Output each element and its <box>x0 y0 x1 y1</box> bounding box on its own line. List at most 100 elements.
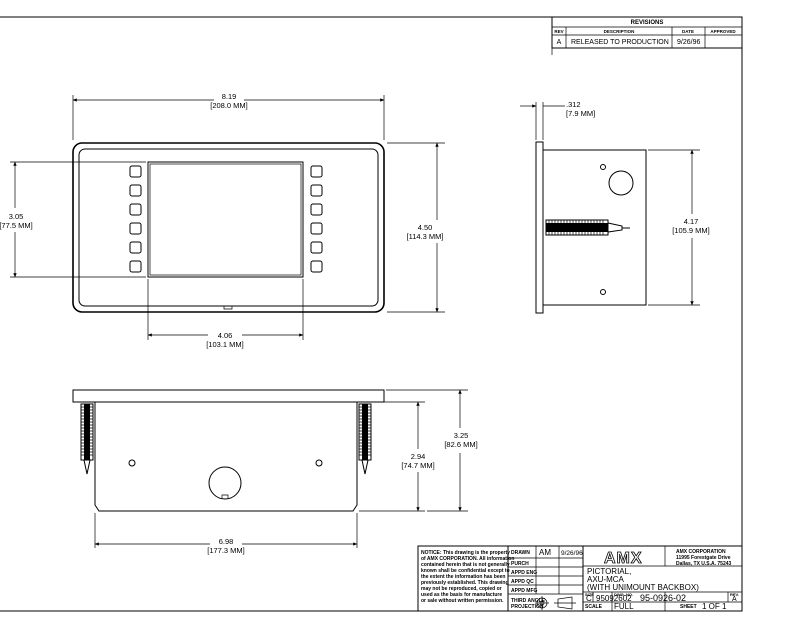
front-width-mm: [208.0 MM] <box>210 101 248 110</box>
scale-label: SCALE <box>585 604 603 610</box>
screen-height-dimension: 3.05 [77.5 MM] <box>0 161 146 278</box>
bottom-view-overall-dimension: 3.25 [82.6 MM] <box>386 389 478 512</box>
drawn-label: DRAWN <box>511 550 530 556</box>
screen-height-in: 3.05 <box>9 212 24 221</box>
company-address: 11995 Forestgate Drive <box>676 555 731 561</box>
front-width-in: 8.19 <box>222 92 237 101</box>
rev-label: REV. <box>730 592 739 597</box>
notice-line: the extent the information has been <box>421 574 505 580</box>
sheet-border <box>0 16 743 612</box>
bottom-view-width-dimension: 6.98 [177.3 MM] <box>94 513 358 555</box>
side-depth-dimension: .312 [7.9 MM] <box>520 100 595 140</box>
dwg-number: 95-0926-02 <box>640 593 686 603</box>
company-address: Dallas, TX U.S.A. 75243 <box>676 561 732 567</box>
front-height-dimension: 4.50 [114.3 MM] <box>387 142 445 313</box>
knockout-hole <box>608 170 634 196</box>
bottom-view <box>72 389 385 512</box>
bottom-view-height-dimension: 2.94 [74.7 MM] <box>359 401 435 512</box>
front-view <box>72 142 385 313</box>
bottom-width-dimension: 4.06 [103.1 MM] <box>147 279 304 349</box>
rev-col-header: REV <box>554 29 563 34</box>
bottom-view-overall-mm: [82.6 MM] <box>444 440 477 449</box>
notice-text: NOTICE: This drawing is the property of … <box>421 550 514 604</box>
side-height-mm: [105.9 MM] <box>672 226 710 235</box>
side-height-in: 4.17 <box>684 217 699 226</box>
scale-value: FULL <box>614 602 634 611</box>
notice-line: of AMX CORPORATION. All information <box>421 556 514 562</box>
approved-col-header: APPROVED <box>710 29 736 34</box>
bottom-view-overall-in: 3.25 <box>454 431 469 440</box>
notice-line: previously established. This drawing <box>421 580 509 586</box>
notice-line: contained herein that is not generally <box>421 562 510 568</box>
panel-button <box>129 241 142 254</box>
notice-line: used as the basis for manufacture <box>421 592 502 598</box>
panel-button <box>310 203 323 216</box>
description-col-header: DESCRIPTION <box>604 29 635 34</box>
drawing-title-line: PICTORIAL, <box>587 567 631 576</box>
appd-qc-label: APPD QC <box>511 579 534 585</box>
appd-mfg-label: APPD MFG <box>511 588 538 594</box>
bottom-width-in: 4.06 <box>218 331 233 340</box>
company-name: AMX CORPORATION <box>676 549 726 555</box>
projection-label: THIRD ANGLE <box>511 598 546 604</box>
panel-button <box>129 203 142 216</box>
notice-line: or sale without written permission. <box>421 598 504 604</box>
panel-button <box>129 184 142 197</box>
left-button-column <box>129 165 142 273</box>
panel-button <box>310 260 323 273</box>
part-number: 95092602 <box>596 594 632 603</box>
bottom-width-mm: [103.1 MM] <box>206 340 244 349</box>
front-height-mm: [114.3 MM] <box>407 232 444 241</box>
dwg-no-label: DWG. NO. <box>614 592 633 597</box>
panel-button <box>310 222 323 235</box>
panel-button <box>129 260 142 273</box>
drawn-by: AM <box>539 548 551 557</box>
mounting-hole <box>315 459 323 467</box>
panel-button <box>129 222 142 235</box>
bottom-view-width-mm: [177.3 MM] <box>207 546 245 555</box>
mounting-hole <box>128 459 136 467</box>
left-unimount-screw <box>80 403 94 475</box>
third-angle-projection-symbol <box>535 596 576 610</box>
revision-row-date: 9/26/96 <box>677 39 700 46</box>
bottom-view-height-in: 2.94 <box>411 452 426 461</box>
amx-logo: AMX <box>604 550 643 567</box>
projection-label: PROJECTION <box>511 604 544 610</box>
panel-button <box>129 165 142 178</box>
notice-line: known shall be confidential except to <box>421 568 510 574</box>
side-depth-mm: [7.9 MM] <box>566 109 595 118</box>
drawing-title-line: (WITH UNIMOUNT BACKBOX) <box>587 583 699 592</box>
notice-line: may not be reproduced, copied or <box>421 586 502 592</box>
right-button-column <box>310 165 323 273</box>
revision-row-description: RELEASED TO PRODUCTION <box>571 39 669 46</box>
bottom-view-width-in: 6.98 <box>219 537 234 546</box>
notice-line: NOTICE: This drawing is the property <box>421 550 510 556</box>
side-view <box>535 141 647 314</box>
side-depth-in: .312 <box>566 100 581 109</box>
panel-button <box>310 241 323 254</box>
size-label: SIZE <box>585 592 594 597</box>
appd-eng-label: APPD ENG <box>511 570 537 576</box>
front-width-dimension: 8.19 [208.0 MM] <box>72 92 385 140</box>
knockout-hole <box>208 466 242 500</box>
title-block: NOTICE: This drawing is the property of … <box>417 545 743 612</box>
date-col-header: DATE <box>682 29 694 34</box>
rev-value: A <box>732 596 737 603</box>
purch-label: PURCH <box>511 561 529 567</box>
panel-button <box>310 184 323 197</box>
panel-button <box>310 165 323 178</box>
drawing-title-line: AXU-MCA <box>587 575 625 584</box>
side-height-dimension: 4.17 [105.9 MM] <box>648 149 710 306</box>
revision-row-rev: A <box>557 39 562 46</box>
unimount-screw <box>545 219 630 236</box>
revisions-title: REVISIONS <box>631 20 664 26</box>
bottom-view-height-mm: [74.7 MM] <box>401 461 434 470</box>
drawn-date: 9/26/96 <box>561 550 583 557</box>
right-unimount-screw <box>358 403 372 475</box>
revisions-table: REVISIONS REV DESCRIPTION DATE APPROVED … <box>551 16 743 55</box>
screen-height-mm: [77.5 MM] <box>0 221 33 230</box>
sheet-value: 1 OF 1 <box>702 602 727 611</box>
size-value: C <box>586 594 592 603</box>
sheet-label: SHEET <box>680 604 697 610</box>
